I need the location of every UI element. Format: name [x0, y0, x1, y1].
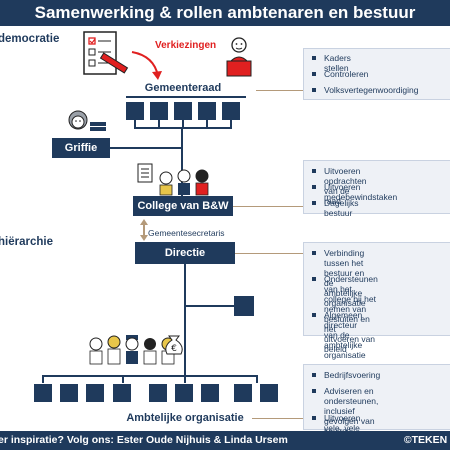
speaker-at-podium-icon [226, 37, 252, 77]
org-unit [113, 384, 131, 402]
double-arrow-icon [140, 219, 148, 241]
organisatie-connector [252, 418, 303, 419]
org-drop [256, 375, 258, 383]
raad-college-line [181, 136, 183, 196]
org-unit [60, 384, 78, 402]
org-unit [234, 384, 252, 402]
org-drop [122, 375, 124, 383]
ballot-icon [83, 31, 129, 75]
griffie-box: Griffie [52, 138, 110, 158]
college-tasks-panel: Uitvoeren opdrachten van de raad Uitvoer… [303, 160, 450, 218]
raad-tasks-panel: Kaders stellen Controleren Volksvertegen… [303, 48, 450, 100]
gemeenteraad-label: Gemeenteraad [144, 82, 222, 94]
ambtelijke-organisatie-label: Ambtelijke organisatie [126, 412, 244, 424]
raad-connector [256, 90, 304, 91]
raad-member [150, 102, 168, 120]
college-connector [233, 206, 303, 207]
raad-member [222, 102, 240, 120]
raad-member [198, 102, 216, 120]
org-unit [34, 384, 52, 402]
aldermen-group-icon [137, 163, 209, 196]
footer-credits: er inspiratie? Volg ons: Ester Oude Nijh… [0, 434, 288, 446]
directie-box: Directie [135, 242, 235, 264]
org-unit [149, 384, 167, 402]
section-democratie: democratie [0, 33, 60, 45]
pencil-icon [99, 52, 129, 74]
directie-tasks-panel: Verbinding tussen het bestuur en de ambt… [303, 242, 450, 360]
section-hierarchie: hiërarchie [0, 236, 53, 248]
org-unit [201, 384, 219, 402]
staff-branch-line [186, 305, 234, 307]
staff-group-icon [89, 335, 175, 365]
verkiezingen-label: Verkiezingen [155, 40, 217, 51]
footer: er inspiratie? Volg ons: Ester Oude Nijh… [0, 431, 450, 450]
footer-copyright: ©TEKEN I [403, 434, 450, 446]
clerk-with-books-icon [68, 110, 106, 131]
raad-line [126, 96, 246, 98]
verkiezingen-arrow [131, 51, 162, 80]
college-box: College van B&W [133, 196, 233, 216]
directie-spine [184, 264, 186, 376]
directie-connector [235, 253, 303, 254]
gemeentesecretaris-label: Gemeentesecretaris [148, 228, 225, 238]
org-drop [184, 375, 186, 383]
raad-member [126, 102, 144, 120]
raad-member [174, 102, 192, 120]
staff-unit [234, 296, 254, 316]
org-drop [42, 375, 44, 383]
org-unit [260, 384, 278, 402]
griffie-connector [110, 147, 182, 149]
page-title: Samenwerking & rollen ambtenaren en best… [0, 0, 450, 26]
org-unit [175, 384, 193, 402]
svg-text:€: € [171, 344, 177, 354]
organisatie-tasks-panel: Bedrijfsvoering Adviseren en ondersteune… [303, 364, 450, 446]
org-tree-line [42, 375, 258, 377]
raad-fan-lines [134, 120, 232, 136]
money-bag-icon: € [165, 335, 183, 355]
org-unit [86, 384, 104, 402]
